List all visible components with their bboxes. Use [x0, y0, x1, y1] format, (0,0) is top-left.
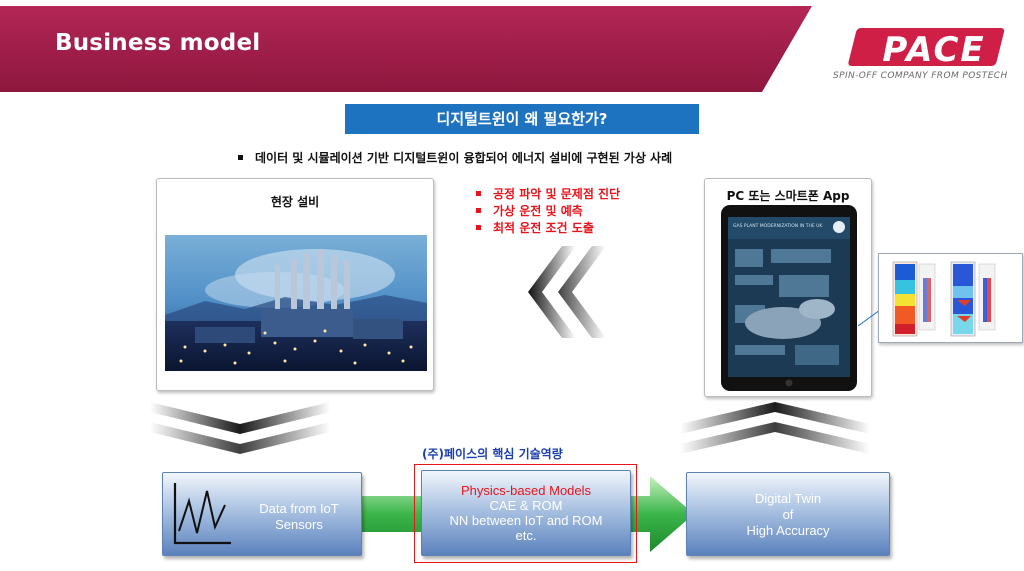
app-panel: PC 또는 스마트폰 App GAS PLANT MODERNIZATION I… — [704, 178, 872, 397]
subtitle-banner: 디지털트윈이 왜 필요한가? — [345, 104, 699, 134]
tablet-image: GAS PLANT MODERNIZATION IN THE UK — [721, 205, 857, 391]
digital-twin-box: Digital Twin of High Accuracy — [686, 472, 890, 556]
benefit-list: 공정 파악 및 문제점 진단 가상 운전 및 예측 최적 운전 조건 도출 — [476, 186, 620, 237]
intro-bullet-text: 데이터 및 시뮬레이션 기반 디지털트윈이 융합되어 에너지 설비에 구현된 가… — [255, 151, 673, 165]
intro-bullet: 데이터 및 시뮬레이션 기반 디지털트윈이 융합되어 에너지 설비에 구현된 가… — [238, 149, 672, 166]
bullet-square — [238, 155, 243, 160]
logo-text: PACE — [882, 30, 985, 70]
core-capability-frame — [414, 464, 637, 563]
chevron-down-icon — [150, 402, 330, 454]
page-title: Business model — [55, 30, 261, 56]
models-line: CAE & ROM — [489, 498, 563, 513]
twin-line: Digital Twin — [754, 491, 822, 506]
connector-line — [858, 309, 881, 327]
twin-line: of — [782, 507, 794, 522]
models-heading: Physics-based Models — [460, 483, 592, 498]
sensor-graph-icon — [173, 483, 231, 545]
chevron-up-icon — [680, 402, 870, 454]
physics-models-box: Physics-based Models CAE & ROM NN betwee… — [421, 470, 631, 556]
chevron-left-icon — [528, 246, 606, 338]
benefit-item: 가상 운전 및 예측 — [476, 203, 620, 220]
twin-line: High Accuracy — [746, 523, 830, 538]
iot-sensor-box: Data from IoT Sensors — [162, 472, 362, 556]
benefit-bullet — [476, 208, 481, 213]
pace-logo: PACE — [848, 28, 1005, 70]
benefit-bullet — [476, 191, 481, 196]
benefit-bullet — [476, 225, 481, 230]
logo-subtitle: SPIN-OFF COMPANY FROM POSTECH — [833, 71, 1008, 81]
field-equipment-label: 현장 설비 — [270, 195, 320, 209]
benefit-item: 공정 파악 및 문제점 진단 — [476, 186, 620, 203]
core-capability-title: (주)페이스의 핵심 기술역량 — [422, 447, 563, 461]
iot-sensor-text: Data from IoT Sensors — [259, 501, 339, 532]
cfd-contour-image — [892, 261, 996, 337]
cfd-simulation-inset — [878, 253, 1023, 343]
power-plant-photo — [165, 235, 427, 371]
models-line: NN between IoT and ROM — [449, 513, 603, 528]
models-line: etc. — [515, 528, 537, 543]
header-band — [0, 6, 812, 92]
benefit-item: 최적 운전 조건 도출 — [476, 220, 620, 237]
app-panel-label: PC 또는 스마트폰 App — [726, 189, 850, 203]
tablet-screen-title: GAS PLANT MODERNIZATION IN THE UK — [733, 223, 823, 229]
field-equipment-panel: 현장 설비 — [156, 178, 434, 391]
